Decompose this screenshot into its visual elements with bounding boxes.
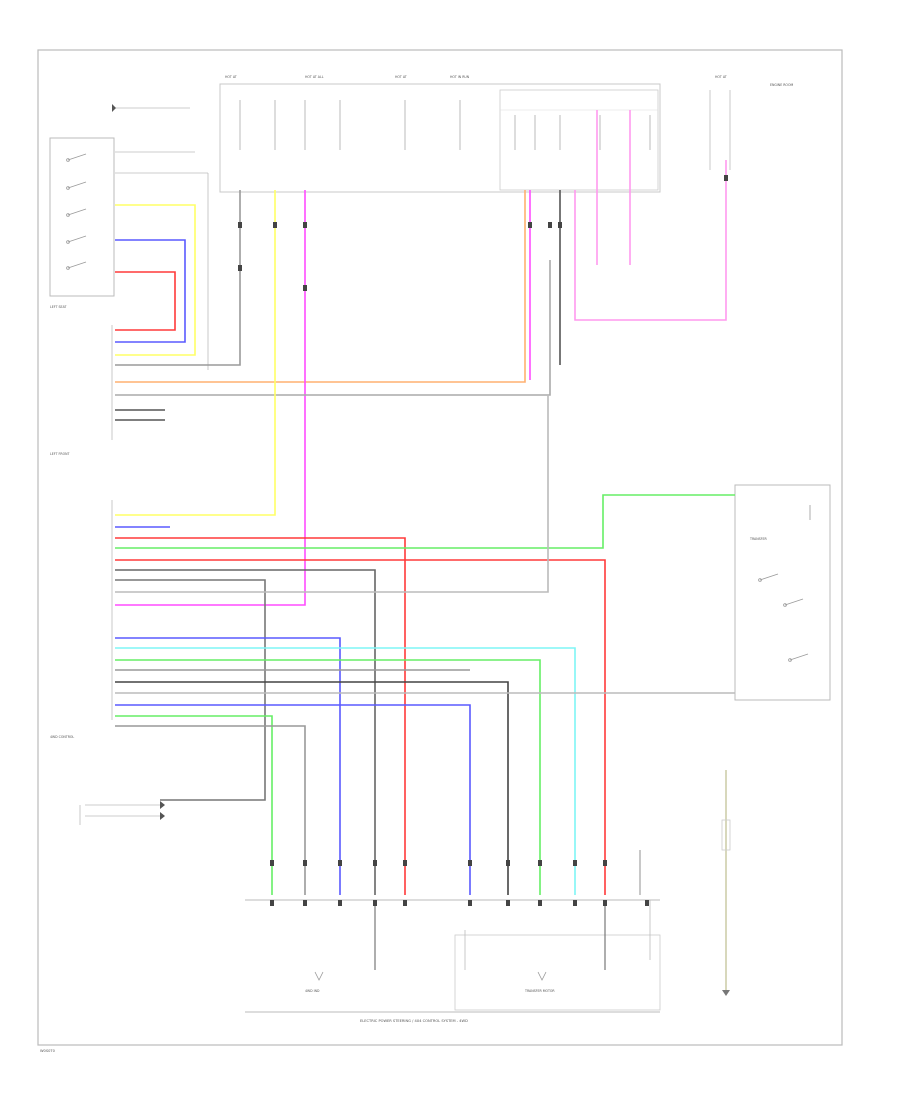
fuse-label-1: HOT AT [225, 75, 237, 79]
left-switch-label: LEFT SEAT [50, 305, 66, 309]
four-wd-module-connector: 4WD CONTROL [50, 500, 113, 739]
bottom-connector-block: 4WD IND TRANSFER MOTOR ELECTRIC POWER ST… [245, 899, 661, 1023]
wire-magenta-1 [115, 190, 306, 606]
transfer-switch-outline [734, 484, 831, 701]
transfer-switch-label: TRANSFER [749, 537, 767, 541]
left-switch-outline [49, 137, 115, 297]
left-front-switch-connector: LEFT FRONT [50, 325, 113, 456]
transfer-switch-block: TRANSFER [734, 484, 831, 701]
fuse-label-5: HOT AT [715, 75, 727, 79]
top-connector-inner-box [499, 89, 659, 191]
wire-green-2 [115, 659, 541, 895]
wire-orange [115, 190, 526, 383]
wire-red-1 [115, 271, 176, 331]
left-bottom-ground [79, 801, 165, 825]
four-wd-module-label: 4WD CONTROL [50, 735, 74, 739]
wire-blue-3 [115, 704, 471, 895]
bottom-title: ELECTRIC POWER STEERING / 4X4 CONTROL SY… [360, 1019, 468, 1023]
wire-green-3 [115, 715, 273, 895]
left-switch-block: LEFT SEAT [49, 137, 115, 309]
fuse-label-2: HOT AT ALL [305, 75, 324, 79]
fuse-label-3: HOT AT [395, 75, 407, 79]
bottom-right-ground [721, 770, 731, 996]
wire-cyan [115, 647, 576, 895]
wire-blue-1 [115, 239, 186, 343]
four-wd-indicator-label: 4WD IND [305, 989, 320, 993]
top-connector-block: HOT AT HOT AT ALL HOT AT HOT IN RUN HOT … [219, 75, 727, 193]
top-connector-outline [219, 83, 661, 193]
engine-room-label: ENGINE ROOM [770, 83, 793, 87]
wire-pink [574, 160, 727, 321]
wire-green-1 [115, 494, 735, 549]
wire-yellow-2 [115, 190, 276, 516]
wire-red-3 [115, 559, 606, 895]
diagram-frame [37, 49, 843, 1046]
wire-yellow-1 [115, 204, 196, 356]
wire-blue-2 [115, 637, 341, 895]
footer-code: W0S0T0 [40, 1049, 56, 1053]
fuse-label-4: HOT IN RUN [450, 75, 470, 79]
left-control-label: LEFT FRONT [50, 452, 69, 456]
top-right-splice: ENGINE ROOM [709, 83, 793, 170]
transfer-motor-label: TRANSFER MOTOR [524, 989, 555, 993]
wires [115, 110, 735, 895]
wire-red-2 [115, 537, 406, 895]
